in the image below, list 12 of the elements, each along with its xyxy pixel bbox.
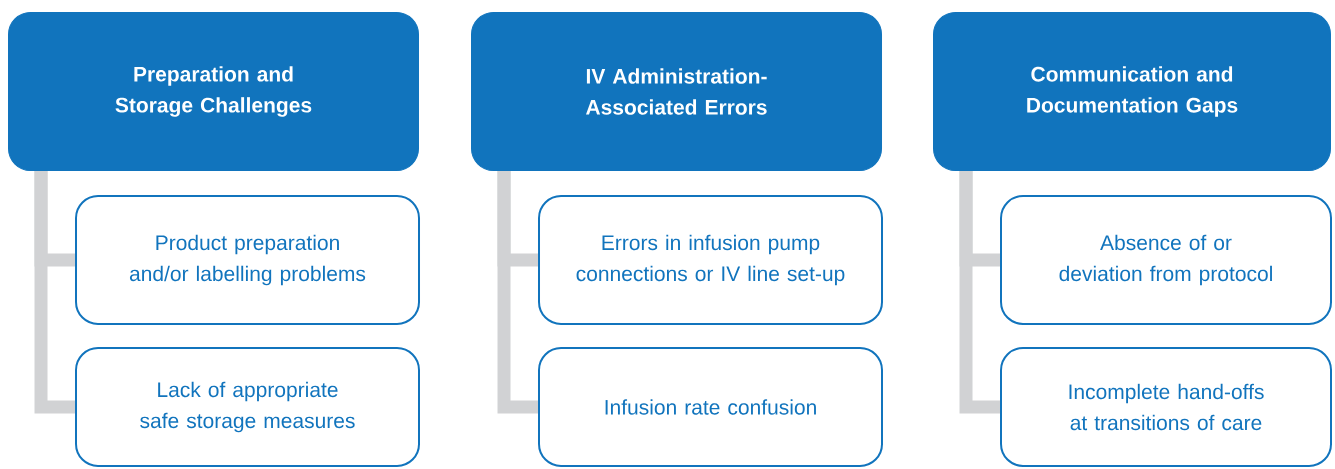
item-box: Absence of or deviation from protocol [1000, 195, 1332, 325]
category-box: Communication and Documentation Gaps [933, 12, 1331, 171]
category-box: Preparation and Storage Challenges [8, 12, 419, 171]
connector-line [959, 171, 1000, 414]
item-box: Infusion rate confusion [538, 347, 883, 467]
category-box: IV Administration-Associated Errors [471, 12, 882, 171]
item-box: Errors in infusion pump connections or IV line set-up [538, 195, 883, 325]
connector-line [497, 171, 538, 414]
item-box: Lack of appropriate safe storage measures [75, 347, 420, 467]
item-box: Incomplete hand-offs at transitions of care [1000, 347, 1332, 467]
item-box: Product preparation and/or labelling problems [75, 195, 420, 325]
connector-line [34, 171, 75, 414]
